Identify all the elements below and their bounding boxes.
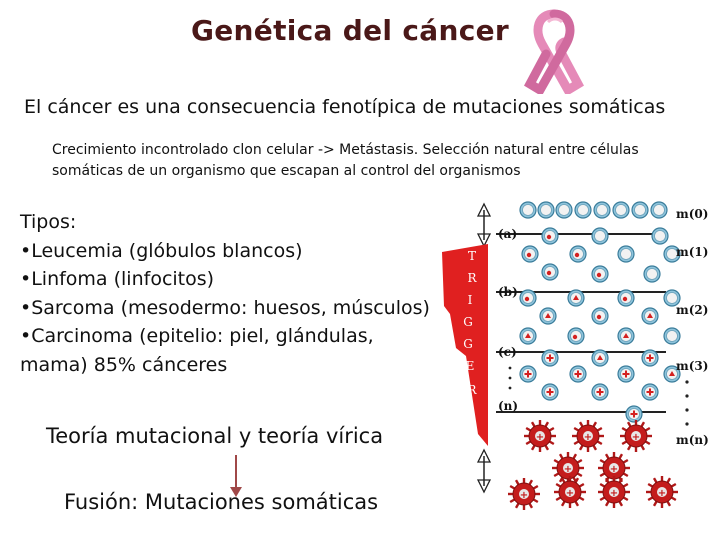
mutant-cell	[591, 265, 609, 283]
trigger-letter: I	[468, 293, 473, 307]
svg-text:+: +	[584, 432, 592, 443]
tumor-cell: +	[646, 476, 678, 508]
svg-text:+: +	[536, 432, 544, 443]
mutant-cell	[617, 365, 635, 383]
mutation-label: m(0)	[676, 207, 708, 221]
tumor-cell: +	[554, 476, 586, 508]
mutant-cell	[539, 307, 557, 325]
ellipsis-dot	[685, 380, 689, 384]
mutation-label: m(3)	[676, 359, 708, 373]
normal-cell	[519, 201, 537, 219]
down-arrow-icon	[230, 455, 242, 497]
stage-label: (a)	[498, 227, 517, 241]
tumor-cell: +	[524, 420, 556, 452]
svg-text:+: +	[632, 432, 640, 443]
type-item: •Carcinoma (epitelio: piel, glándulas,	[20, 325, 374, 347]
normal-cell	[574, 201, 592, 219]
trigger-letter: G	[463, 315, 473, 329]
theory-text: Teoría mutacional y teoría vírica	[46, 424, 384, 448]
mutant-cell	[521, 245, 539, 263]
mutant-cell	[519, 365, 537, 383]
mutant-cell	[541, 263, 559, 281]
mutant-cell	[567, 327, 585, 345]
tumor-cell: +	[508, 478, 540, 510]
trigger-letter: G	[463, 337, 473, 351]
normal-cell	[631, 201, 649, 219]
mutant-cell	[541, 383, 559, 401]
ellipsis-dot	[508, 386, 512, 390]
mutant-cell	[641, 383, 659, 401]
type-item: •Sarcoma (mesodermo: huesos, músculos)	[20, 296, 430, 319]
trigger-letter: R	[467, 383, 477, 397]
mutant-cell	[591, 307, 609, 325]
trigger-bolt	[442, 244, 488, 446]
mutant-cell	[519, 289, 537, 307]
mutation-label: m(2)	[676, 303, 708, 317]
stage-label: (b)	[498, 285, 518, 299]
mutant-cell	[641, 307, 659, 325]
fusion-text: Fusión: Mutaciones somáticas	[64, 490, 379, 514]
double-arrow-icon	[476, 202, 492, 248]
tumor-cell: +	[552, 452, 584, 484]
svg-text:+: +	[566, 488, 574, 499]
ellipsis-dot	[685, 422, 689, 426]
stage-label: (n)	[498, 399, 518, 413]
normal-cell	[651, 227, 669, 245]
normal-cell	[555, 201, 573, 219]
svg-text:+: +	[520, 490, 528, 501]
normal-cell	[617, 245, 635, 263]
mutant-cell	[541, 227, 559, 245]
normal-cell	[537, 201, 555, 219]
description: Crecimiento incontrolado clon celular ->…	[52, 142, 639, 179]
page-title: Genética del cáncer	[190, 14, 510, 47]
types-heading: Tipos:	[20, 211, 77, 233]
double-arrow-icon	[476, 448, 492, 494]
mutant-cell	[617, 289, 635, 307]
cancer-types-list: Tipos: •Leucemia (glóbulos blancos) •Lin…	[20, 208, 450, 379]
subtitle: El cáncer es una consecuencia fenotípica…	[24, 96, 666, 118]
mutant-cell	[625, 405, 643, 423]
ellipsis-dot	[685, 394, 689, 398]
svg-text:+: +	[564, 464, 572, 475]
mutant-cell	[641, 349, 659, 367]
mutant-cell	[569, 365, 587, 383]
normal-cell	[663, 289, 681, 307]
trigger-letter: E	[466, 359, 475, 373]
type-item: •Linfoma (linfocitos)	[20, 268, 215, 290]
tumor-cell: +	[598, 476, 630, 508]
svg-text:+: +	[658, 488, 666, 499]
normal-cell	[591, 227, 609, 245]
normal-cell	[663, 245, 681, 263]
tumor-cell: +	[620, 420, 652, 452]
mutant-cell	[519, 327, 537, 345]
mutation-label: m(n)	[676, 433, 709, 447]
normal-cell	[593, 201, 611, 219]
svg-text:+: +	[610, 464, 618, 475]
ellipsis-dot	[508, 366, 512, 370]
type-item: mama) 85% cánceres	[20, 353, 228, 376]
mutant-cell	[567, 289, 585, 307]
mutant-cell	[591, 383, 609, 401]
type-item: •Leucemia (glóbulos blancos)	[20, 239, 303, 262]
normal-cell	[650, 201, 668, 219]
mutant-cell	[541, 349, 559, 367]
svg-text:+: +	[610, 488, 618, 499]
tumor-cell: +	[572, 420, 604, 452]
normal-cell	[663, 327, 681, 345]
ellipsis-dot	[685, 408, 689, 412]
trigger-letter: R	[467, 271, 477, 285]
mutant-cell	[591, 349, 609, 367]
trigger-letter: T	[468, 249, 476, 263]
stage-label: (c)	[498, 345, 517, 359]
mutation-label: m(1)	[676, 245, 708, 259]
mutant-cell	[663, 365, 681, 383]
normal-cell	[643, 265, 661, 283]
ellipsis-dot	[508, 376, 512, 380]
mutant-cell	[617, 327, 635, 345]
normal-cell	[612, 201, 630, 219]
pink-ribbon-icon	[524, 9, 584, 94]
mutant-cell	[569, 245, 587, 263]
